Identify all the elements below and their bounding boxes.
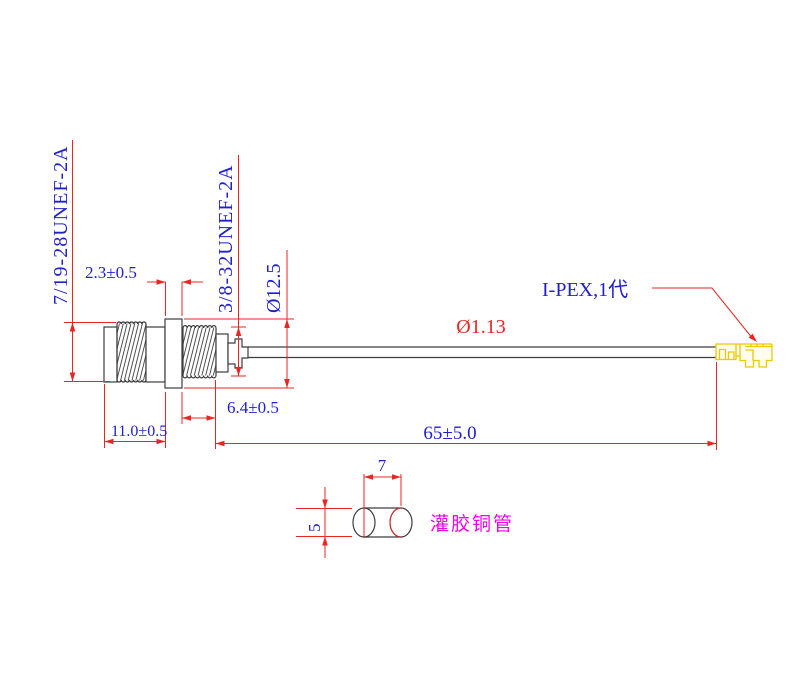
dim-flange-diameter: [184, 250, 294, 389]
front-thread-section: [116, 321, 147, 383]
dimension-lines: [64, 140, 757, 558]
dim-rear-thread: [231, 155, 246, 377]
tube-length-label: 7: [378, 456, 387, 475]
connector-mid-block: [145, 326, 166, 383]
connector-flange: [164, 318, 183, 389]
connector-front-block: [103, 326, 118, 383]
cable-length-label: 65±5.0: [423, 423, 476, 444]
dim-tube-diameter: [296, 487, 352, 558]
ipex-leader-arrow: [652, 287, 757, 342]
ipex-connector-figure: [715, 343, 773, 368]
dim-rear-thread-length: [181, 392, 216, 424]
dim-front-thread: [64, 140, 116, 382]
front-thread-spec-label: 7/19-28UNEF-2A: [50, 145, 72, 305]
copper-tube-figure: [352, 507, 413, 538]
coax-cable: [248, 346, 716, 359]
cable-diameter-label: Ø1.13: [456, 316, 505, 338]
dim-body-length: [104, 384, 166, 448]
tube-right-end-red-arc: [389, 507, 402, 538]
dim-cable-length: [215, 362, 717, 450]
dim-flange-thickness: [147, 279, 203, 316]
rear-thread-spec-label: 3/8-32UNEF-2A: [215, 164, 237, 313]
tube-diameter-label: 5: [305, 524, 324, 533]
flange-thickness-label: 2.3±0.5: [85, 263, 137, 282]
rear-thread-section: [182, 325, 217, 379]
rf-connector-body: [103, 318, 249, 389]
tube-note-label: 灌胶铜管: [430, 513, 514, 535]
connector-rear-step: [215, 333, 229, 373]
rear-thread-length-label: 6.4±0.5: [227, 398, 279, 417]
dim-tube-length: [363, 474, 402, 538]
body-length-label: 11.0±0.5: [111, 423, 167, 440]
flange-diameter-label: Ø12.5: [263, 264, 285, 313]
ipex-label: I-PEX,1代: [542, 278, 628, 301]
